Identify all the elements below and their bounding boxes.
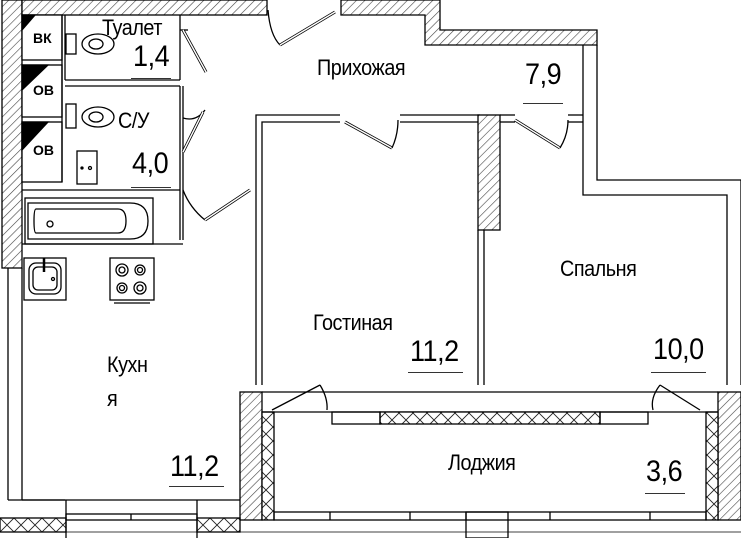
room-area-toilet: 1,4: [133, 40, 170, 73]
area-underline: [523, 103, 563, 104]
shaft-label-vk: ВК: [33, 30, 52, 46]
toilet-fixture-2: [65, 103, 115, 129]
left-wall: [1, 0, 23, 269]
area-underline: [169, 486, 224, 487]
bathtub: [24, 197, 154, 245]
area-underline: [651, 372, 706, 373]
room-name-bedroom: Спальня: [560, 256, 637, 281]
room-name-loggia: Лоджия: [448, 450, 516, 475]
room-area-loggia: 3,6: [646, 455, 683, 488]
room-area-kitchen: 11,2: [170, 450, 219, 483]
washbasin: [76, 150, 98, 185]
area-underline: [408, 372, 463, 373]
room-area-bathroom: 4,0: [132, 147, 169, 180]
loggia-right-wall: [717, 391, 741, 521]
area-underline: [645, 493, 685, 494]
room-name-hallway: Прихожая: [317, 55, 406, 80]
room-area-living: 11,2: [410, 335, 459, 368]
stove: [109, 257, 155, 304]
room-name-living: Гостиная: [313, 310, 393, 335]
area-underline: [131, 187, 171, 188]
toilet-fixture-1: [65, 33, 115, 55]
room-name-bathroom: С/У: [118, 108, 150, 133]
area-underline: [131, 78, 171, 79]
room-area-hallway: 7,9: [525, 58, 562, 91]
top-wall-left: [21, 0, 268, 16]
room-area-bedroom: 10,0: [653, 333, 704, 366]
shaft-label-ov-1: ОВ: [33, 82, 54, 98]
room-name-kitchen-line1: Кухн: [107, 352, 148, 377]
column: [477, 114, 501, 231]
loggia-left-wall: [239, 391, 263, 521]
room-name-kitchen-line2: я: [107, 386, 118, 411]
room-name-toilet: Туалет: [102, 15, 162, 40]
kitchen-sink: [23, 257, 67, 301]
shaft-label-ov-2: ОВ: [33, 142, 54, 158]
top-wall-right: [340, 0, 598, 46]
